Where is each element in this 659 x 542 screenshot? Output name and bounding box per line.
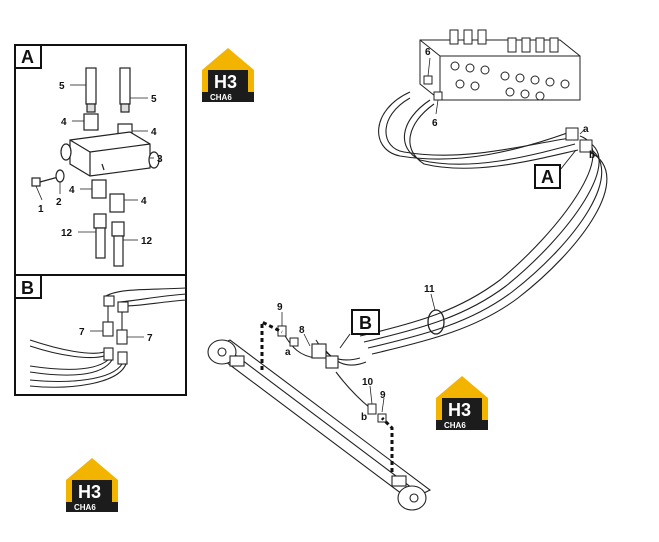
manifold-a [565, 127, 593, 153]
panel-a-tag: A [21, 47, 34, 67]
watermark-logo-middle: H3 CHA6 [436, 376, 488, 430]
svg-text:CHA6: CHA6 [210, 93, 232, 102]
label-4c: 4 [69, 185, 75, 196]
watermark-logo-bottom: H3 CHA6 [66, 458, 118, 512]
label-b-bottom: b [361, 412, 367, 423]
label-8: 8 [299, 325, 305, 336]
label-3: 3 [157, 154, 163, 165]
label-6a: 6 [425, 47, 431, 58]
label-a-top: a [583, 124, 589, 135]
label-12b: 12 [141, 236, 153, 247]
panel-a-bolt [31, 169, 65, 187]
panel-b-leaders [90, 330, 144, 338]
panel-a-unions-bottom [91, 179, 125, 213]
label-10: 10 [362, 377, 374, 388]
main-hose-bundle [359, 91, 608, 355]
cylinder-hoses [283, 333, 371, 409]
control-valve [419, 29, 581, 101]
svg-text:B: B [359, 313, 372, 333]
panel-a-hoses-bottom [93, 213, 125, 267]
label-5a: 5 [59, 81, 65, 92]
cylinder-leaders [281, 312, 385, 413]
panel-b-tag: B [21, 278, 34, 298]
panel-a-block [60, 131, 160, 177]
detail-panel-b: B 7 7 [14, 274, 187, 396]
label-5b: 5 [151, 94, 157, 105]
svg-text:CHA6: CHA6 [74, 503, 96, 512]
label-9a: 9 [277, 302, 283, 313]
label-12a: 12 [61, 228, 73, 239]
label-4d: 4 [141, 196, 147, 207]
label-4b: 4 [151, 127, 157, 138]
panel-a-hoses-top [85, 67, 131, 113]
label-6b: 6 [432, 118, 438, 129]
hose-clamp [427, 293, 445, 335]
panel-a-leaders [35, 84, 154, 241]
label-7b: 7 [147, 333, 153, 344]
svg-text:H3: H3 [214, 72, 237, 92]
detail-panel-a: A [14, 44, 187, 276]
valve-leaders [427, 57, 439, 115]
svg-text:CHA6: CHA6 [444, 421, 466, 430]
valve-spools [449, 29, 570, 101]
svg-text:A: A [541, 167, 554, 187]
callout-b: B [339, 309, 380, 349]
svg-text:H3: H3 [78, 482, 101, 502]
label-b-top: b [589, 150, 595, 161]
watermark-logo-top: H3 CHA6 [202, 48, 254, 102]
callout-a: A [534, 149, 577, 189]
label-a-bottom: a [285, 347, 291, 358]
panel-b-hoses [29, 287, 187, 388]
label-4a: 4 [61, 117, 67, 128]
hydraulic-cylinder [207, 339, 432, 511]
label-2: 2 [56, 197, 62, 208]
label-1: 1 [38, 204, 44, 215]
svg-text:H3: H3 [448, 400, 471, 420]
label-7a: 7 [79, 327, 85, 338]
dashed-connections [260, 319, 394, 472]
label-11: 11 [424, 284, 435, 295]
label-9b: 9 [380, 390, 386, 401]
